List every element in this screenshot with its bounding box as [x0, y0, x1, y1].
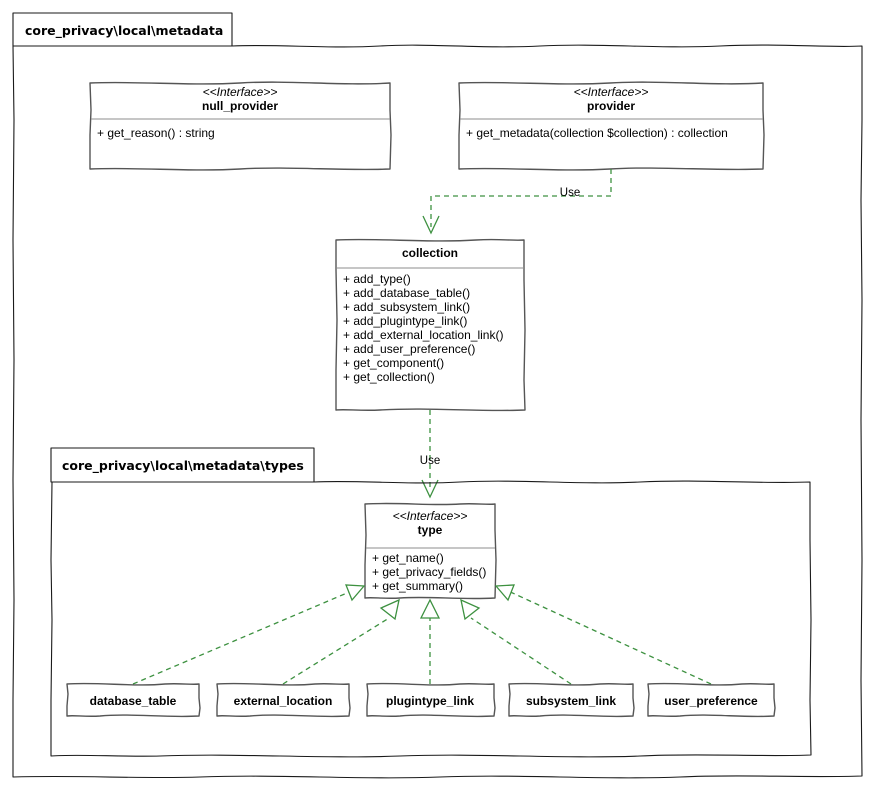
relationship-subsystem-link-type — [460, 598, 572, 685]
class-member-type-1: + get_privacy_fields() — [372, 565, 486, 579]
class-member-collection-5: + add_user_preference() — [343, 342, 475, 356]
arrowhead-hollow-user-preference-type — [494, 584, 515, 602]
class-box-user-preference[interactable] — [647, 682, 776, 718]
relationship-external-location-type — [282, 598, 400, 685]
class-user-preference[interactable]: user_preference — [647, 682, 776, 718]
class-name-collection: collection — [402, 246, 458, 260]
edge-line-subsystem-link-type — [470, 617, 572, 685]
package-label-types: core_privacy\local\metadata\types — [62, 458, 304, 474]
class-member-type-2: + get_summary() — [372, 579, 463, 593]
arrowhead-open-provider-collection — [422, 215, 440, 235]
arrowhead-hollow-plugintype-link-type — [419, 598, 441, 619]
edge-line-provider-collection — [430, 169, 612, 227]
class-name-provider: provider — [587, 99, 635, 113]
relationship-database-table-type — [132, 584, 366, 685]
edge-line-database-table-type — [132, 589, 355, 685]
class-member-collection-0: + add_type() — [343, 272, 411, 286]
relationship-plugintype-link-type — [419, 598, 441, 684]
class-collection[interactable]: collection + add_type() + add_database_t… — [335, 238, 526, 412]
relationship-provider-collection: Use — [422, 169, 612, 235]
class-member-collection-1: + add_database_table() — [343, 286, 470, 300]
package-body-types — [50, 480, 812, 758]
class-member-collection-3: + add_plugintype_link() — [343, 314, 467, 328]
class-database-table[interactable]: database_table — [66, 682, 201, 718]
class-name-user-preference: user_preference — [664, 694, 758, 708]
class-member-collection-6: + get_component() — [343, 356, 444, 370]
class-box-type[interactable] — [364, 502, 497, 600]
package-core-privacy-local-metadata-types: core_privacy\local\metadata\types — [50, 447, 812, 758]
class-provider[interactable]: <<Interface>> provider + get_metadata(co… — [458, 81, 765, 171]
arrowhead-hollow-external-location-type — [379, 598, 400, 621]
class-member-provider-0: + get_metadata(collection $collection) :… — [466, 126, 728, 140]
class-stereotype-type: <<Interface>> — [393, 509, 468, 523]
class-name-external-location: external_location — [234, 694, 333, 708]
package-label-metadata: core_privacy\local\metadata — [25, 23, 223, 39]
package-core-privacy-local-metadata: core_privacy\local\metadata — [12, 12, 863, 779]
class-null-provider[interactable]: <<Interface>> null_provider + get_reason… — [89, 81, 392, 171]
edge-label-provider-collection: Use — [560, 187, 580, 199]
class-type[interactable]: <<Interface>> type + get_name() + get_pr… — [364, 502, 497, 600]
class-box-provider[interactable] — [458, 81, 765, 171]
class-member-collection-4: + add_external_location_link() — [343, 328, 503, 342]
class-box-database-table[interactable] — [66, 682, 201, 718]
package-body-metadata — [12, 44, 863, 779]
arrowhead-open-collection-type — [421, 479, 439, 499]
arrowhead-hollow-database-table-type — [345, 584, 366, 602]
class-box-external-location[interactable] — [216, 682, 351, 718]
edge-label-collection-type: Use — [420, 455, 440, 467]
class-box-plugintype-link[interactable] — [366, 682, 496, 718]
class-name-null-provider: null_provider — [202, 99, 278, 113]
class-name-database-table: database_table — [90, 694, 177, 708]
class-subsystem-link[interactable]: subsystem_link — [508, 682, 635, 718]
relationship-user-preference-type — [494, 584, 712, 685]
class-name-subsystem-link: subsystem_link — [526, 694, 616, 708]
class-stereotype-provider: <<Interface>> — [574, 85, 649, 99]
edge-line-external-location-type — [282, 617, 390, 685]
edge-line-user-preference-type — [505, 589, 712, 685]
class-box-collection[interactable] — [335, 238, 526, 412]
class-box-null-provider[interactable] — [89, 81, 392, 171]
class-plugintype-link[interactable]: plugintype_link — [366, 682, 496, 718]
relationship-collection-type: Use — [420, 410, 440, 499]
class-member-collection-7: + get_collection() — [343, 370, 435, 384]
arrowhead-hollow-subsystem-link-type — [460, 598, 481, 621]
class-member-type-0: + get_name() — [372, 551, 444, 565]
class-stereotype-null-provider: <<Interface>> — [203, 85, 278, 99]
class-member-null-provider-0: + get_reason() : string — [97, 126, 215, 140]
class-member-collection-2: + add_subsystem_link() — [343, 300, 470, 314]
class-box-subsystem-link[interactable] — [508, 682, 635, 718]
class-name-type: type — [418, 523, 443, 537]
class-external-location[interactable]: external_location — [216, 682, 351, 718]
class-name-plugintype-link: plugintype_link — [386, 694, 474, 708]
